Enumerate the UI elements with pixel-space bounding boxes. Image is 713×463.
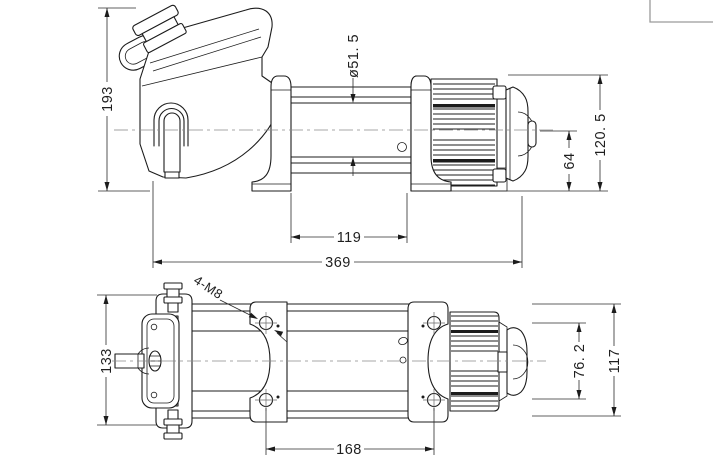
tie-rod-nut-bottom [492,168,507,183]
side-view: 193 ø51. 5 64 120. 5 [98,4,609,271]
dim-bolt-spacing-length: 168 [265,408,435,458]
dim-overall-length: 369 [152,181,523,271]
drum-support-right [410,75,452,192]
dim-drum-length-label: 119 [337,230,362,246]
cover-screw-top [150,323,158,331]
drum-support-left [251,75,292,192]
mount-bracket-left [249,301,288,423]
motor-end-cap-plan [497,327,529,396]
dim-bolt-spacing-length-label: 168 [336,442,362,458]
dim-center-to-base-label: 64 [562,152,578,169]
plan-view: 133 4-M8 76. 2 117 [97,272,623,458]
dim-drum-diameter: ø51. 5 [346,34,362,176]
cover-screw-bottom [150,391,158,399]
dim-overall-height-label: 193 [100,86,116,112]
body-slot-hole [398,336,408,346]
dim-gearbox-width-label: 133 [99,348,115,374]
dim-motor-height-label: 120. 5 [593,113,609,156]
callout-4-m8-label: 4-M8 [191,272,226,302]
corner-artifact [649,0,713,23]
dim-overall-length-label: 369 [325,255,351,271]
dim-center-to-base: 64 [540,130,578,191]
dim-overall-height: 193 [98,7,150,192]
tie-rod-nut-top [492,85,507,100]
motor-end-cap-side [505,86,537,182]
mount-bracket-right [407,301,449,423]
gearbox-bolt-bottom [163,409,183,440]
dim-motor-height: 120. 5 [490,74,609,192]
motor-side [430,78,537,192]
motor-plan [449,311,529,412]
drum [290,86,412,174]
clutch-knob [132,4,187,54]
dim-drum-length: 119 [290,193,408,246]
cable-guide-arch [153,102,189,179]
winch-body-plan [191,303,413,419]
body-pin-hole [399,356,407,364]
dim-bolt-spacing-width-label: 76. 2 [572,344,588,379]
motor-fins-plan [451,315,498,407]
motor-fins-side [433,83,495,186]
dim-gearbox-width: 133 [97,294,157,426]
dim-drum-diameter-label: ø51. 5 [346,34,362,78]
gearbox-bolt-top [163,282,183,313]
control-box [118,4,286,179]
dim-bolt-spacing-width: 76. 2 [532,322,588,400]
drum-hole [397,142,407,152]
dim-overall-width: 117 [532,303,623,417]
dim-overall-width-label: 117 [607,349,623,374]
